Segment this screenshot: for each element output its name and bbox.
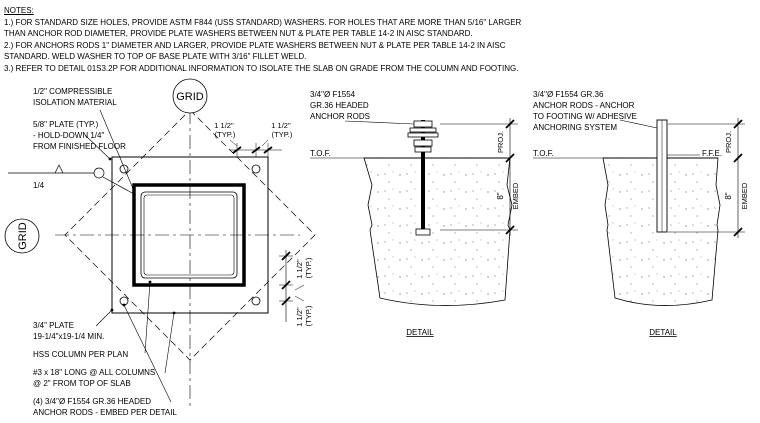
hss-column-label: HSS COLUMN PER PLAN xyxy=(33,350,128,359)
dimension-label-top-b: 1 1/2" (TYP.) xyxy=(271,121,293,139)
anchor-rods-label: (4) 3/4"Ø F1554 GR.36 HEADED ANCHOR RODS… xyxy=(33,397,177,417)
embed-dimension: 8" xyxy=(496,192,505,199)
proj-label: PROJ. xyxy=(496,131,505,153)
note-line: 3.) REFER TO DETAIL 01S3.2P FOR ADDITION… xyxy=(4,63,519,73)
grid-top-label: GRID xyxy=(176,91,204,103)
adhesive-rod-label: 3/4"Ø F1554 GR.36 ANCHOR RODS - ANCHOR T… xyxy=(533,90,639,132)
detail-caption: DETAIL xyxy=(649,328,677,337)
washer xyxy=(409,127,437,133)
embed-label: EMBED xyxy=(740,182,749,209)
notes-title: NOTES: xyxy=(4,6,34,15)
anchor-hole xyxy=(251,164,261,174)
dimension-label-top-a: 1 1/2" (TYP.) xyxy=(214,121,236,139)
grid-bubble-left xyxy=(4,218,40,254)
hss-column xyxy=(132,183,246,287)
leader xyxy=(99,109,135,192)
base-plate-section xyxy=(407,132,439,138)
leader xyxy=(344,120,415,125)
leveling-nut xyxy=(413,139,433,147)
plate-thickness-label: 5/8" PLATE (TYP.) - HOLD-DOWN 1/4" FROM … xyxy=(33,120,126,151)
base-plate xyxy=(111,156,269,314)
anchor-hole xyxy=(251,296,261,306)
anchor-hole xyxy=(119,164,129,174)
anchor-nut xyxy=(413,120,433,128)
note-line: 2.) FOR ANCHORS RODS 1" DIAMETER AND LAR… xyxy=(4,40,506,50)
isolation-material-label: 1/2" COMPRESSIBLE ISOLATION MATERIAL xyxy=(33,87,117,107)
hss-column-inner xyxy=(140,191,238,279)
dimension-label-right-a: 1 1/2" (TYP.) xyxy=(295,257,313,279)
leader xyxy=(619,119,658,129)
weld-size: 1/4 xyxy=(33,181,45,190)
footing-section xyxy=(363,157,513,306)
note-line: 1.) FOR STANDARD SIZE HOLES, PROVIDE AST… xyxy=(4,17,522,27)
grid-left-label: GRID xyxy=(17,222,29,250)
headed-rod-label: 3/4"Ø F1554 GR.36 HEADED ANCHOR RODS xyxy=(310,90,371,121)
headed-anchor-detail: 3/4"Ø F1554 GR.36 HEADED ANCHOR RODS T.O… xyxy=(310,90,520,337)
leader xyxy=(95,309,113,327)
leader xyxy=(164,312,175,374)
tof-label: T.O.F. xyxy=(310,149,331,158)
leader xyxy=(144,281,151,354)
base-plate-plan: GRID GRID 1/4 xyxy=(4,78,316,417)
reinforcing-bars-label: #3 x 18" LONG @ ALL COLUMNS @ 2" FROM TO… xyxy=(33,368,158,388)
grid-bubble-top xyxy=(172,78,208,114)
leader xyxy=(84,134,111,160)
proj-label: PROJ. xyxy=(724,131,733,153)
note-line: THAN ANCHOR ROD DIAMETER, PROVIDE PLATE … xyxy=(4,29,473,39)
anchor-head xyxy=(415,228,431,236)
isolation-diamond xyxy=(64,109,316,361)
embed-dimension: 8" xyxy=(724,192,733,199)
leader xyxy=(123,304,172,403)
embed-label: EMBED xyxy=(511,182,520,209)
note-line: STANDARD. WELD WASHER TO TOP OF BASE PLA… xyxy=(4,52,307,62)
ffe-label: F.F.E. xyxy=(702,149,722,158)
detail-caption: DETAIL xyxy=(406,328,434,337)
general-notes: NOTES: 1.) FOR STANDARD SIZE HOLES, PROV… xyxy=(4,5,756,75)
adhesive-anchor-detail: 3/4"Ø F1554 GR.36 ANCHOR RODS - ANCHOR T… xyxy=(533,90,749,337)
dimension-label-right-b: 1 1/2" (TYP.) xyxy=(295,305,313,327)
plate-size-label: 3/4" PLATE 19-1/4"x19-1/4 MIN. xyxy=(33,321,104,341)
tof-label: T.O.F. xyxy=(533,149,554,158)
